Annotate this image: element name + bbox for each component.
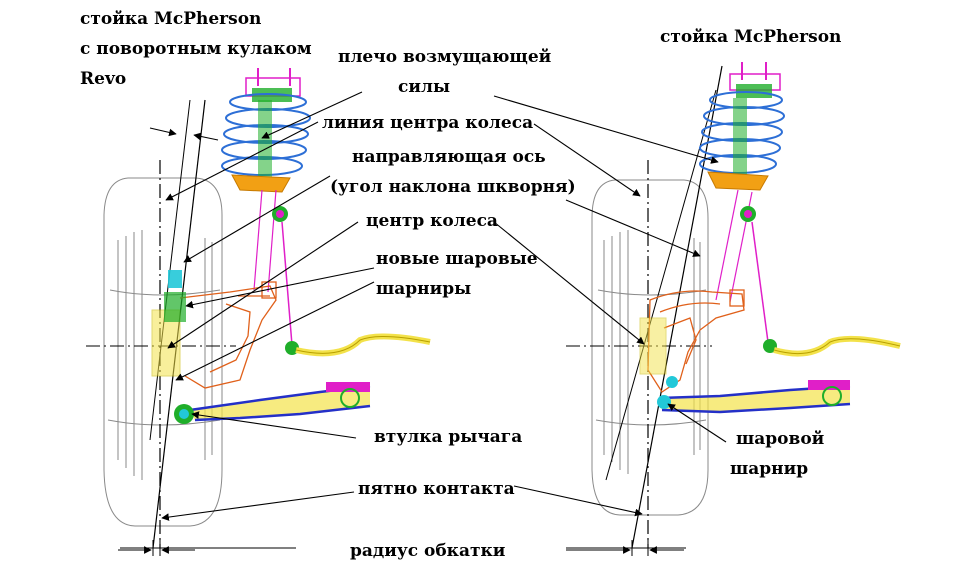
right-hub xyxy=(639,317,678,388)
left-spring-seat xyxy=(231,174,291,193)
right-damper-rod xyxy=(733,98,747,178)
right-lower-arm xyxy=(657,380,851,414)
left-hub xyxy=(151,270,186,377)
arrow-ball-joint-lower xyxy=(175,281,375,381)
titles: стойка McPherson с поворотным кулаком Re… xyxy=(80,9,841,89)
label-disturbing-arm-line1: плечо возмущающей xyxy=(338,47,552,67)
arrow-arm-bushing xyxy=(191,411,357,439)
left-stabilizer-link xyxy=(272,206,299,355)
left-damper-tube xyxy=(253,189,277,293)
arrow-disturbing-arm-strut xyxy=(261,91,363,139)
label-wheel-center-line: линия центра колеса xyxy=(322,113,533,133)
left-lower-arm xyxy=(174,382,371,424)
right-assembly xyxy=(566,62,901,556)
arrow-wheel-center-right xyxy=(493,221,645,345)
title-left-line1: стойка McPherson xyxy=(80,9,261,29)
label-new-ball-joints-line2: шарниры xyxy=(376,279,471,299)
label-ball-joint-line1: шаровой xyxy=(736,429,825,449)
arrow-ball-joint-right xyxy=(667,403,727,443)
arrow-steering-axis-right xyxy=(565,199,701,257)
right-spring-seat xyxy=(707,171,769,191)
arrow-contact-patch-right xyxy=(513,485,643,517)
right-anti-roll-bar xyxy=(773,335,901,357)
title-right: стойка McPherson xyxy=(660,27,841,47)
arrow-wheel-center-line-left xyxy=(165,121,319,201)
left-assembly xyxy=(86,68,431,556)
left-top-mount xyxy=(245,68,301,102)
right-strut-axis xyxy=(605,89,717,481)
arrow-steering-axis-left xyxy=(183,175,331,263)
label-disturbing-arm-line2: силы xyxy=(398,77,450,97)
arrow-wheel-center-left xyxy=(167,221,359,349)
label-kingpin-angle: (угол наклона шкворня) xyxy=(330,177,576,197)
arrow-contact-patch-left xyxy=(161,491,355,521)
arrow-disturbing-arm-left2 xyxy=(193,132,219,141)
right-top-mount xyxy=(729,62,781,98)
label-scrub-radius: радиус обкатки xyxy=(350,541,506,561)
label-ball-joint-line2: шарнир xyxy=(730,459,808,479)
leader-arrows xyxy=(118,91,727,554)
left-damper-rod xyxy=(258,100,272,180)
label-steering-axis: направляющая ось xyxy=(352,147,546,167)
right-knuckle xyxy=(647,289,745,393)
arrow-wheel-center-line-right xyxy=(533,123,641,197)
label-new-ball-joints-line1: новые шаровые xyxy=(376,249,538,269)
left-knuckle xyxy=(179,281,277,389)
labels: плечо возмущающей силы линия центра коле… xyxy=(322,47,825,561)
left-wheel xyxy=(103,177,223,527)
arrow-disturbing-arm-right xyxy=(493,95,719,164)
arrow-disturbing-arm-left xyxy=(149,127,177,137)
title-left-line2: с поворотным кулаком xyxy=(80,39,312,59)
right-stabilizer-link xyxy=(740,206,777,353)
label-arm-bushing: втулка рычага xyxy=(374,427,522,447)
label-contact-patch: пятно контакта xyxy=(358,479,515,499)
title-left-line3: Revo xyxy=(80,69,126,89)
arrow-ball-joint-upper xyxy=(185,267,375,309)
label-wheel-center: центр колеса xyxy=(366,211,498,231)
